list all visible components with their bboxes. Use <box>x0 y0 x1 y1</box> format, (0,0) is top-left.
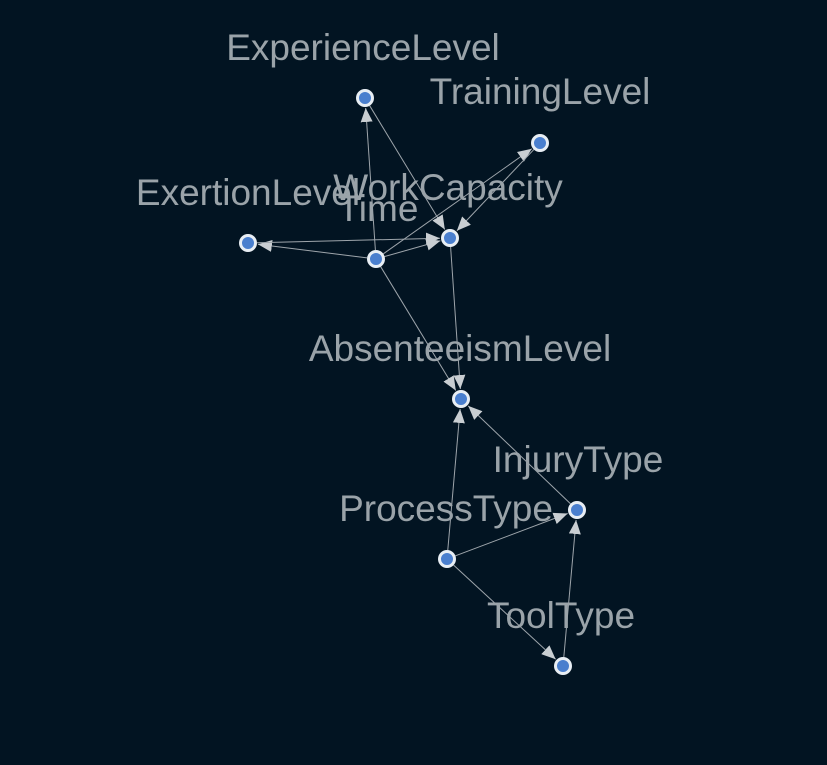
edge-tool-type-to-injury-type <box>563 519 581 658</box>
edge-process-type-to-tool-type <box>453 564 556 660</box>
edge-time-to-experience-level <box>360 107 376 251</box>
edge-process-type-to-injury-type <box>455 512 568 557</box>
labels-layer: ExperienceLevelTrainingLevelExertionLeve… <box>136 27 663 636</box>
node-label-work-capacity: WorkCapacity <box>333 167 563 208</box>
nodes-layer <box>239 89 586 675</box>
edge-training-level-to-work-capacity <box>456 149 535 232</box>
edge-time-to-training-level <box>383 148 533 255</box>
edges-layer <box>256 105 581 660</box>
edge-exertion-level-to-work-capacity <box>256 232 441 245</box>
edge-time-to-absenteeism-level <box>380 266 457 391</box>
node-injury-type[interactable] <box>568 501 586 519</box>
node-label-absenteeism-level: AbsenteeismLevel <box>309 328 611 369</box>
node-time[interactable] <box>367 250 385 268</box>
node-label-injury-type: InjuryType <box>493 439 664 480</box>
node-label-experience-level: ExperienceLevel <box>226 27 500 68</box>
node-label-training-level: TrainingLevel <box>430 71 651 112</box>
node-label-exertion-level: ExertionLevel <box>136 172 360 213</box>
node-exertion-level[interactable] <box>239 234 257 252</box>
edge-work-capacity-to-absenteeism-level <box>450 246 466 390</box>
edge-time-to-exertion-level <box>257 240 368 259</box>
node-tool-type[interactable] <box>554 657 572 675</box>
edge-process-type-to-absenteeism-level <box>447 408 465 551</box>
node-training-level[interactable] <box>531 134 549 152</box>
edge-injury-type-to-absenteeism-level <box>467 405 571 505</box>
node-experience-level[interactable] <box>356 89 374 107</box>
node-process-type[interactable] <box>438 550 456 568</box>
node-label-time: Time <box>338 188 419 229</box>
node-work-capacity[interactable] <box>441 229 459 247</box>
node-label-tool-type: ToolType <box>487 595 635 636</box>
edge-time-to-work-capacity <box>384 238 441 258</box>
node-absenteeism-level[interactable] <box>452 390 470 408</box>
edge-experience-level-to-work-capacity <box>369 105 446 230</box>
node-label-process-type: ProcessType <box>339 488 553 529</box>
